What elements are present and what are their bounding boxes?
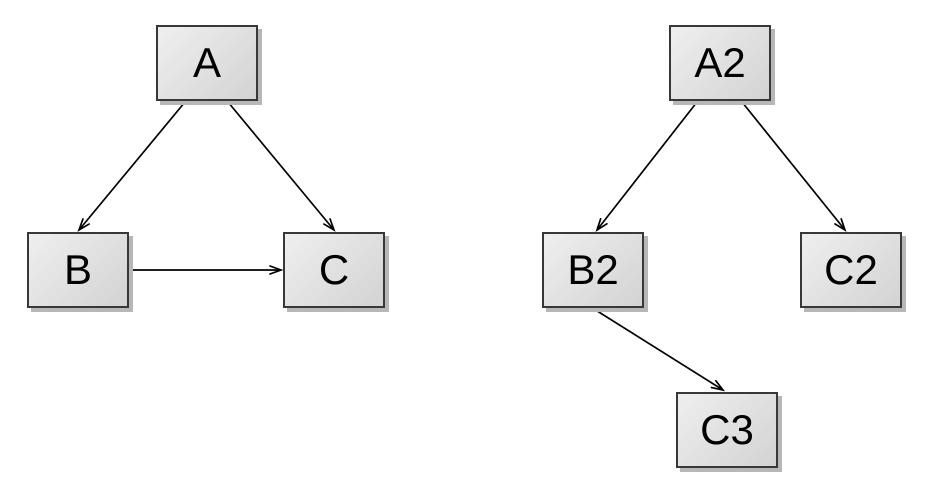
node-C2[interactable]: C2 [800, 232, 902, 308]
node-C[interactable]: C [283, 232, 385, 308]
edge-A-to-B[interactable] [77, 101, 186, 232]
node-label-B2: B2 [567, 246, 619, 293]
node-label-C3: C3 [700, 406, 754, 453]
edge-B2-to-C3[interactable] [593, 308, 726, 392]
node-C3[interactable]: C3 [676, 392, 778, 468]
node-label-C2: C2 [824, 246, 878, 293]
node-label-A: A [192, 39, 221, 86]
node-A[interactable]: A [156, 25, 258, 101]
node-A2[interactable]: A2 [669, 25, 771, 101]
node-label-A2: A2 [694, 39, 746, 86]
edge-A-to-C[interactable] [227, 101, 336, 232]
node-B[interactable]: B [27, 232, 129, 308]
node-label-C: C [318, 246, 350, 293]
node-label-B: B [63, 246, 92, 293]
edge-A2-to-B2[interactable] [595, 101, 698, 232]
node-B2[interactable]: B2 [542, 232, 644, 308]
edge-A2-to-C2[interactable] [741, 101, 847, 232]
